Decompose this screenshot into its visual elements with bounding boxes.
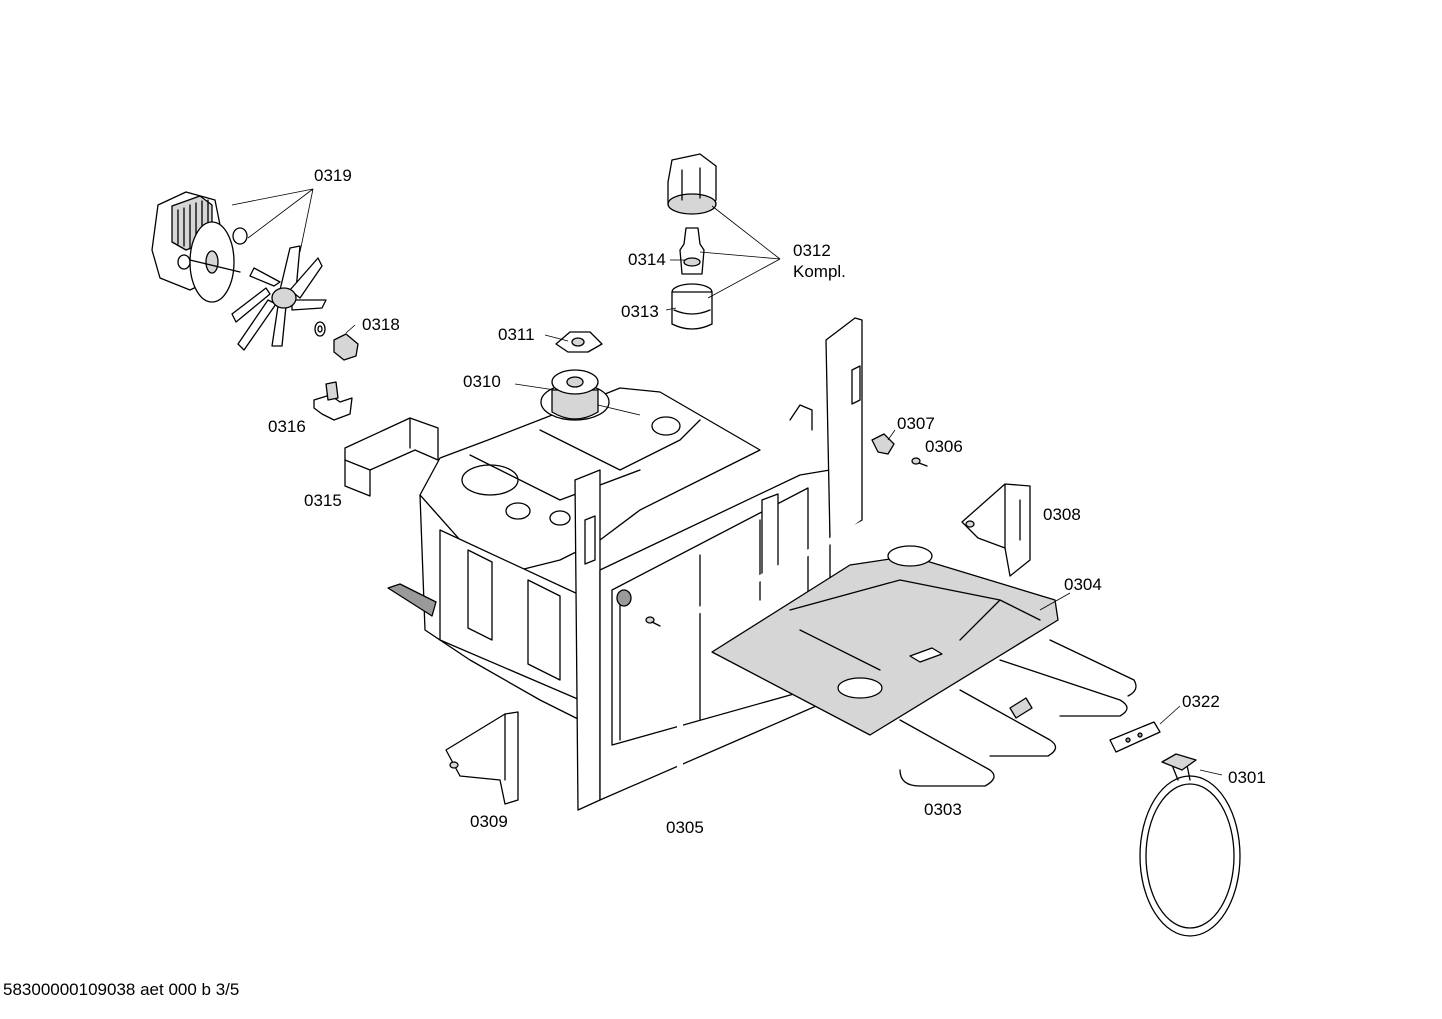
label-0306: 0306 [925, 437, 963, 456]
label-0322: 0322 [1182, 692, 1220, 711]
label-0311: 0311 [498, 325, 535, 344]
label-0319: 0319 [314, 166, 352, 185]
part-labels: 0319 0318 0316 0315 0311 0310 0314 0313 … [268, 166, 1266, 837]
bottom-plate-part [711, 545, 1059, 736]
label-0309: 0309 [470, 812, 508, 831]
door-gasket-part [677, 512, 908, 805]
leader-lines [231, 188, 1223, 776]
circular-heating-element-part [1139, 753, 1241, 937]
label-0305: 0305 [666, 818, 704, 837]
lamp-housing-part [667, 153, 717, 215]
label-0307: 0307 [897, 414, 935, 433]
label-0308: 0308 [1043, 505, 1081, 524]
oven-cavity [387, 317, 863, 811]
right-bracket-part [961, 483, 1031, 577]
mounting-bracket-part [344, 417, 439, 497]
label-0314: 0314 [628, 250, 666, 269]
left-bracket-part [445, 711, 519, 805]
fan-clip-part [555, 331, 603, 353]
label-0301: 0301 [1228, 768, 1266, 787]
label-0312: 0312 [793, 241, 831, 260]
label-0304: 0304 [1064, 575, 1102, 594]
screw-frame-part [645, 616, 661, 627]
lamp-bulb-part [679, 227, 705, 275]
label-0310: 0310 [463, 372, 501, 391]
label-0316: 0316 [268, 417, 306, 436]
lamp-cover-part [671, 283, 713, 330]
label-0313: 0313 [621, 302, 659, 321]
lower-heating-element-part [899, 639, 1137, 787]
document-reference: 58300000109038 aet 000 b 3/5 [3, 980, 240, 999]
screw-part [911, 457, 928, 467]
label-0303: 0303 [924, 800, 962, 819]
label-0312-kompl: Kompl. [793, 262, 846, 281]
fan-cowl-part [540, 369, 610, 421]
label-0315: 0315 [304, 491, 342, 510]
rotary-knob-part [871, 433, 895, 455]
label-0318: 0318 [362, 315, 400, 334]
fan-motor-part [151, 191, 248, 303]
terminal-strip-part [1109, 721, 1161, 753]
fan-blade-part [231, 245, 327, 351]
nut-part [314, 321, 359, 361]
small-bracket-part [313, 381, 353, 421]
